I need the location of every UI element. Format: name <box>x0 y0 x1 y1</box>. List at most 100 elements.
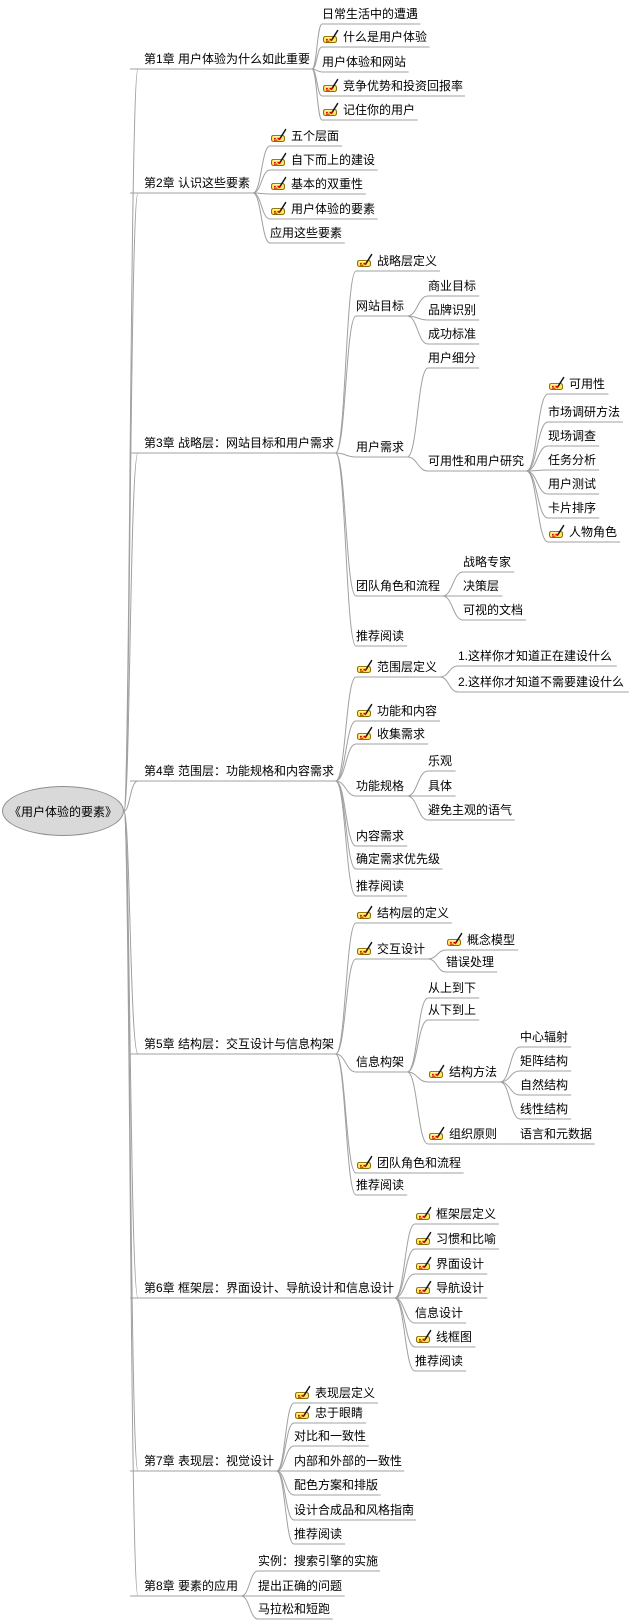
mindmap-node[interactable]: 交互设计 <box>356 941 425 957</box>
chapter-node[interactable]: 第3章 战略层：网站目标和用户需求 <box>144 435 334 451</box>
mindmap-node[interactable]: 功能规格 <box>356 778 404 794</box>
mindmap-node[interactable]: 概念模型 <box>446 932 515 948</box>
mindmap-node[interactable]: 人物角色 <box>548 524 617 540</box>
mindmap-node[interactable]: 导航设计 <box>415 1280 484 1296</box>
mindmap-node[interactable]: 收集需求 <box>356 726 425 742</box>
mindmap-node[interactable]: 推荐阅读 <box>294 1526 342 1542</box>
mindmap-node[interactable]: 用户体验和网站 <box>322 54 406 70</box>
mindmap-node[interactable]: 五个层面 <box>270 128 339 144</box>
node-label: 团队角色和流程 <box>356 579 441 593</box>
mindmap-node[interactable]: 乐观 <box>428 753 452 769</box>
mindmap-node[interactable]: 任务分析 <box>548 452 596 468</box>
mindmap-node[interactable]: 记住你的用户 <box>322 102 415 118</box>
mindmap-node[interactable]: 组织原则 <box>428 1126 497 1142</box>
mindmap-node[interactable]: 团队角色和流程 <box>356 578 440 594</box>
mindmap-node[interactable]: 基本的双重性 <box>270 176 363 192</box>
mindmap-node[interactable]: 应用这些要素 <box>270 225 342 241</box>
mindmap-node[interactable]: 结构层的定义 <box>356 905 449 921</box>
mindmap-node[interactable]: 推荐阅读 <box>356 878 404 894</box>
mindmap-node[interactable]: 线框图 <box>415 1329 472 1345</box>
mindmap-node[interactable]: 用户测试 <box>548 476 596 492</box>
chapter-node[interactable]: 第2章 认识这些要素 <box>144 175 250 191</box>
mindmap-node[interactable]: 界面设计 <box>415 1256 484 1272</box>
mindmap-node[interactable]: 日常生活中的遭遇 <box>322 6 418 22</box>
mindmap-node[interactable]: 成功标准 <box>428 326 476 342</box>
chapter-node[interactable]: 第6章 框架层：界面设计、导航设计和信息设计 <box>144 1280 394 1296</box>
mindmap-node[interactable]: 实例：搜索引擎的实施 <box>258 1553 378 1569</box>
mindmap-node[interactable]: 从下到上 <box>428 1002 476 1018</box>
mindmap-node[interactable]: 团队角色和流程 <box>356 1155 461 1171</box>
node-label: 组织原则 <box>449 1127 498 1141</box>
node-label: 日常生活中的遭遇 <box>322 7 419 21</box>
mindmap-node[interactable]: 推荐阅读 <box>356 628 404 644</box>
mindmap-node[interactable]: 中心辐射 <box>520 1029 568 1045</box>
mindmap-node[interactable]: 战略层定义 <box>356 253 437 269</box>
chapter-node[interactable]: 第1章 用户体验为什么如此重要 <box>144 51 310 67</box>
mindmap-node[interactable]: 用户体验的要素 <box>270 201 375 217</box>
mindmap-node[interactable]: 品牌识别 <box>428 302 476 318</box>
mindmap-node[interactable]: 可用性 <box>548 376 605 392</box>
mindmap-node[interactable]: 现场调查 <box>548 428 596 444</box>
node-label: 乐观 <box>428 754 453 768</box>
mindmap-node[interactable]: 从上到下 <box>428 980 476 996</box>
node-label: 习惯和比喻 <box>436 1232 497 1246</box>
chapter-node[interactable]: 第8章 要素的应用 <box>144 1578 238 1594</box>
mindmap-node[interactable]: 内部和外部的一致性 <box>294 1453 402 1469</box>
node-label: 矩阵结构 <box>520 1054 569 1068</box>
mindmap-node[interactable]: 推荐阅读 <box>356 1177 404 1193</box>
mindmap-node[interactable]: 自下而上的建设 <box>270 152 375 168</box>
mindmap-node[interactable]: 设计合成品和风格指南 <box>294 1502 414 1518</box>
mindmap-node[interactable]: 习惯和比喻 <box>415 1231 496 1247</box>
mindmap-node[interactable]: 战略专家 <box>463 554 511 570</box>
mindmap-node[interactable]: 对比和一致性 <box>294 1428 366 1444</box>
mindmap-node[interactable]: 范围层定义 <box>356 659 437 675</box>
node-label: 框架层定义 <box>436 1207 497 1221</box>
mindmap-node[interactable]: 马拉松和短跑 <box>258 1601 330 1617</box>
mindmap-node[interactable]: 竞争优势和投资回报率 <box>322 78 463 94</box>
mindmap-node[interactable]: 推荐阅读 <box>415 1353 463 1369</box>
mindmap-node[interactable]: 忠于眼睛 <box>294 1405 363 1421</box>
mindmap-node[interactable]: 内容需求 <box>356 828 404 844</box>
node-label: 从上到下 <box>428 981 477 995</box>
mindmap-node[interactable]: 表现层定义 <box>294 1385 375 1401</box>
mindmap-node[interactable]: 具体 <box>428 778 452 794</box>
mindmap-node[interactable]: 配色方案和排版 <box>294 1477 378 1493</box>
mindmap-node[interactable]: 提出正确的问题 <box>258 1578 342 1594</box>
brush-pad-icon <box>271 152 287 166</box>
mindmap-node[interactable]: 可视的文档 <box>463 602 523 618</box>
mindmap-node[interactable]: 框架层定义 <box>415 1206 496 1222</box>
brush-pad-icon <box>357 703 373 717</box>
mindmap-node[interactable]: 线性结构 <box>520 1101 568 1117</box>
mindmap-node[interactable]: 语言和元数据 <box>520 1126 592 1142</box>
node-label: 结构方法 <box>449 1065 498 1079</box>
mindmap-node[interactable]: 用户需求 <box>356 439 404 455</box>
mindmap-node[interactable]: 决策层 <box>463 578 499 594</box>
mindmap-node[interactable]: 什么是用户体验 <box>322 29 427 45</box>
brush-pad-icon <box>416 1206 432 1220</box>
brush-pad-icon <box>357 659 373 673</box>
root-node[interactable]: 《用户体验的要素》 <box>2 786 124 836</box>
mindmap-node[interactable]: 自然结构 <box>520 1077 568 1093</box>
brush-pad-icon <box>429 1064 445 1078</box>
mindmap-node[interactable]: 矩阵结构 <box>520 1053 568 1069</box>
mindmap-node[interactable]: 用户细分 <box>428 350 476 366</box>
mindmap-node[interactable]: 1.这样你才知道正在建设什么 <box>458 648 612 664</box>
mindmap-node[interactable]: 商业目标 <box>428 278 476 294</box>
mindmap-node[interactable]: 可用性和用户研究 <box>428 453 524 469</box>
mindmap-node[interactable]: 功能和内容 <box>356 703 437 719</box>
chapter-node[interactable]: 第5章 结构层：交互设计与信息构架 <box>144 1036 334 1052</box>
mindmap-node[interactable]: 确定需求优先级 <box>356 851 440 867</box>
mindmap-node[interactable]: 卡片排序 <box>548 500 596 516</box>
mindmap-node[interactable]: 2.这样你才知道不需要建设什么 <box>458 674 624 690</box>
mindmap-node[interactable]: 错误处理 <box>446 954 494 970</box>
mindmap-node[interactable]: 信息设计 <box>415 1305 463 1321</box>
mindmap-node[interactable]: 网站目标 <box>356 298 404 314</box>
node-label: 基本的双重性 <box>291 177 364 191</box>
chapter-node[interactable]: 第4章 范围层：功能规格和内容需求 <box>144 763 334 779</box>
mindmap-node[interactable]: 避免主观的语气 <box>428 802 512 818</box>
brush-pad-icon <box>549 524 565 538</box>
mindmap-node[interactable]: 结构方法 <box>428 1064 497 1080</box>
mindmap-node[interactable]: 信息构架 <box>356 1054 404 1070</box>
chapter-node[interactable]: 第7章 表现层：视觉设计 <box>144 1453 274 1469</box>
mindmap-node[interactable]: 市场调研方法 <box>548 404 620 420</box>
